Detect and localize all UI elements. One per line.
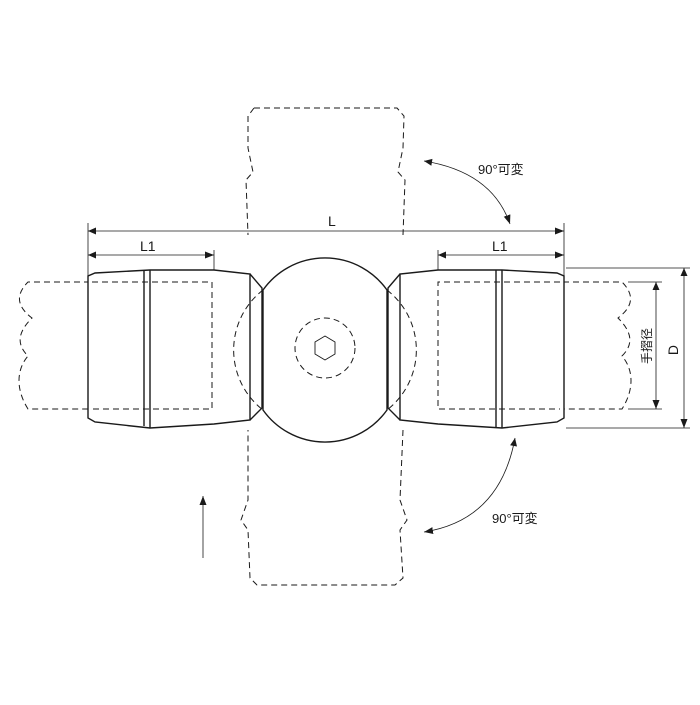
dimension-l: L [87, 213, 565, 276]
ball-joint [233, 257, 417, 443]
hex-socket-icon [294, 317, 356, 379]
dimension-d-label: D [665, 345, 681, 355]
right-pipe-outline [563, 281, 632, 410]
left-pipe-outline [18, 281, 90, 410]
dimension-l1-left: L1 [88, 238, 215, 270]
dimension-l1-left-label: L1 [140, 238, 156, 254]
dimension-handrail: 手摺径 [628, 281, 662, 410]
dimension-d: D [566, 267, 690, 429]
dimension-l1-right: L1 [437, 238, 564, 270]
handrail-diameter-label: 手摺径 [639, 328, 654, 364]
right-sleeve [387, 269, 565, 429]
rotation-arrow-top: 90°可変 [423, 158, 524, 225]
dimension-l-label: L [328, 213, 336, 229]
rotation-top-label: 90°可変 [478, 162, 524, 177]
rotation-arrow-bottom: 90°可変 [423, 437, 538, 535]
dimension-l1-right-label: L1 [492, 238, 508, 254]
left-sleeve [87, 269, 263, 429]
vertical-pipe-outline [240, 107, 408, 586]
rotation-bottom-label: 90°可変 [492, 511, 538, 526]
